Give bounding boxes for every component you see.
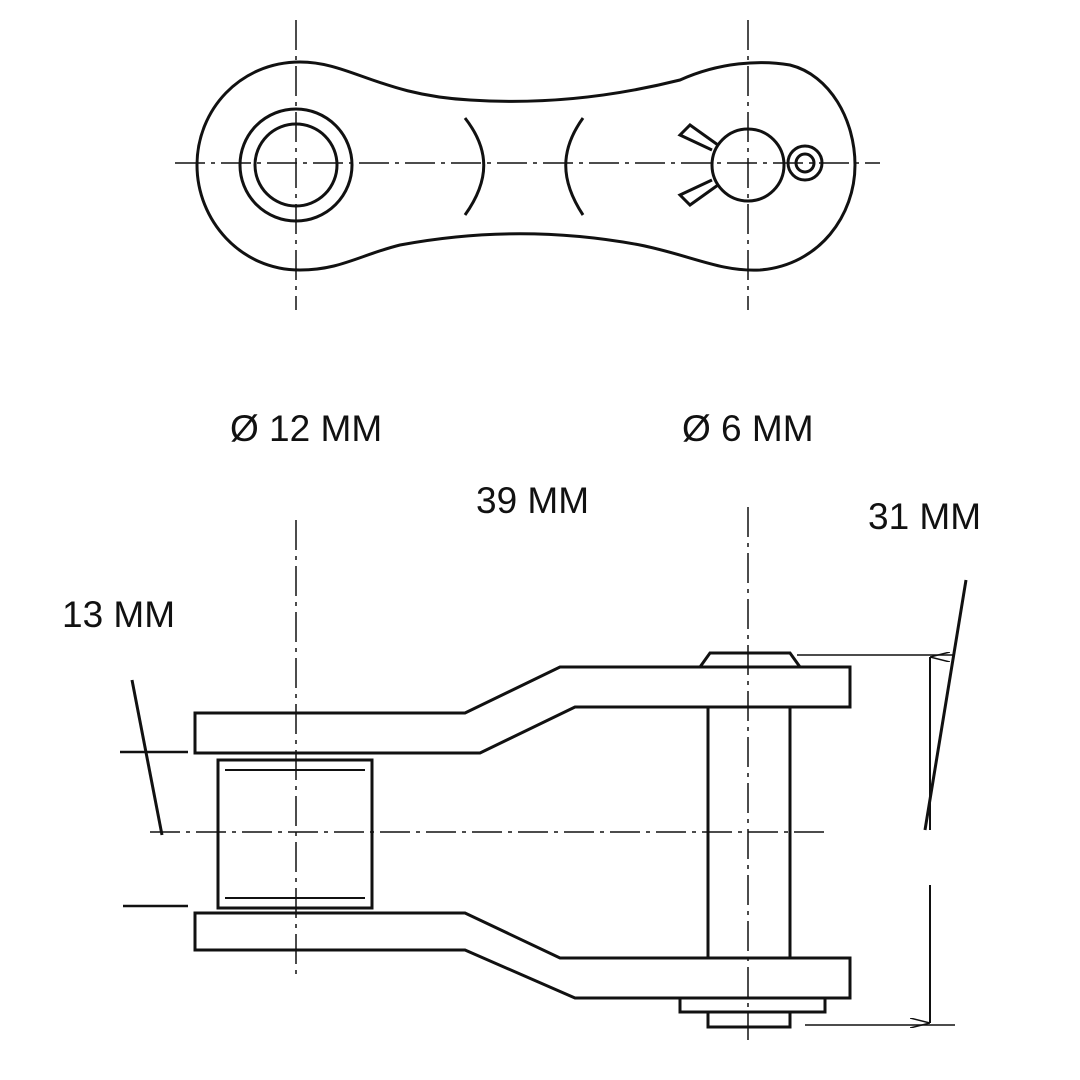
width-label: 31 MM (868, 496, 982, 537)
top-view (175, 20, 880, 310)
pin-head-top (697, 651, 803, 669)
side-view (120, 507, 968, 1040)
leader-31 (923, 579, 968, 831)
pin-diameter-label: Ø 6 MM (682, 408, 814, 449)
pin-bottom-washer (678, 996, 827, 1014)
upper-plate (193, 665, 852, 755)
clip-left (677, 123, 719, 207)
pitch-label: 39 MM (476, 480, 590, 521)
waist-arc-left (463, 117, 486, 216)
roller (216, 758, 374, 910)
waist-arc-right (564, 117, 585, 216)
link-plate-outline (195, 60, 857, 272)
inner-width-label: 13 MM (62, 594, 176, 635)
roller-diameter-label: Ø 12 MM (230, 408, 383, 449)
lower-plate (193, 911, 852, 1000)
pin-bottom (706, 1010, 792, 1029)
leader-13 (130, 679, 164, 836)
